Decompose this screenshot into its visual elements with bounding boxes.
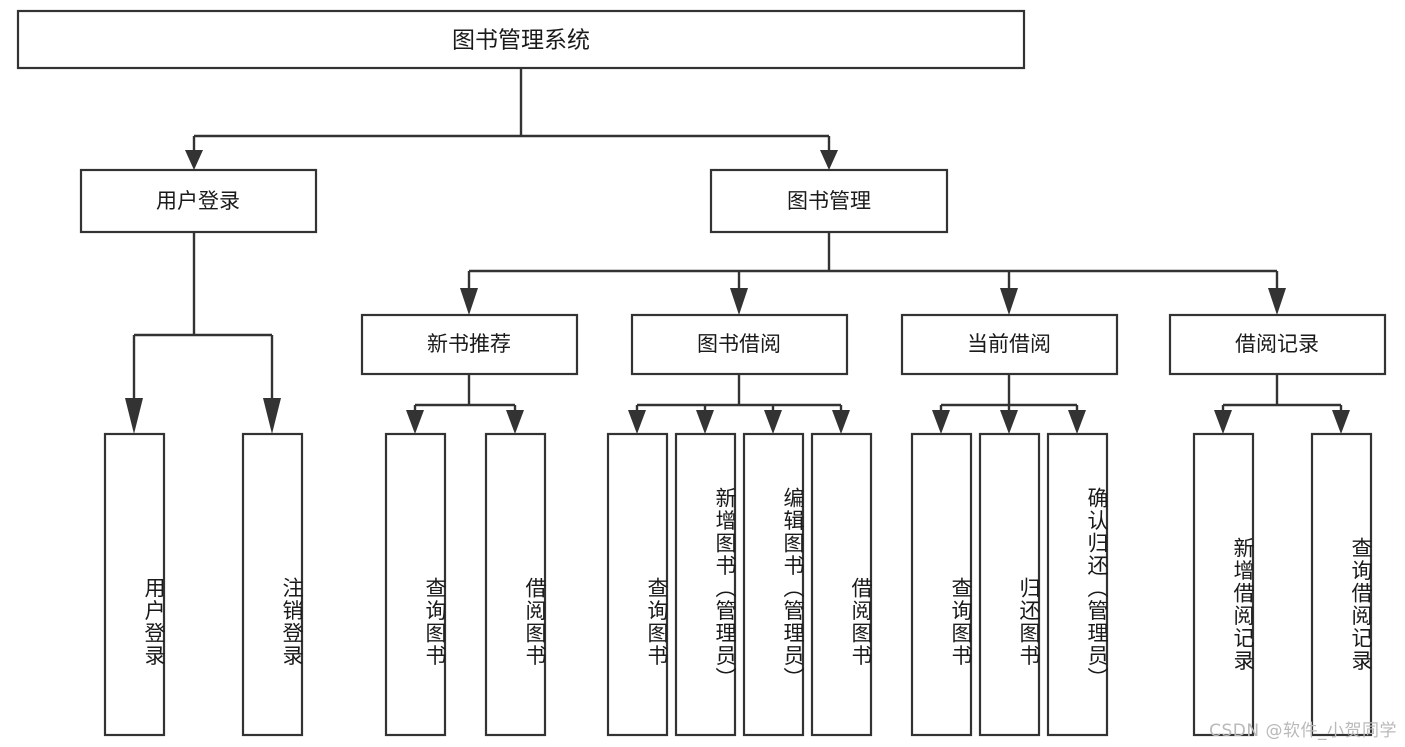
node-new-book-recommend-label: 新书推荐 [427, 332, 511, 356]
arrow-bb-1 [628, 410, 646, 434]
node-root[interactable]: 图书管理系统 [16, 9, 1026, 70]
leaf-box-book-borrow-3[interactable] [742, 432, 805, 737]
node-user-login-box[interactable] [79, 168, 318, 234]
node-root-box[interactable] [16, 9, 1026, 70]
node-current-borrow-box[interactable] [900, 313, 1119, 376]
arrow-br-1 [1214, 410, 1232, 434]
arrow-book-mgmt [820, 150, 838, 170]
connectors [125, 68, 1350, 434]
node-current-borrow-label: 当前借阅 [967, 332, 1051, 356]
node-book-management-box[interactable] [709, 168, 949, 234]
arrow-l3-2 [730, 288, 748, 315]
arrow-nb-1 [406, 410, 424, 434]
node-root-label: 图书管理系统 [452, 28, 590, 54]
arrow-bb-2 [696, 410, 714, 434]
arrow-br-2 [1332, 410, 1350, 434]
node-book-management[interactable]: 图书管理 [709, 168, 949, 234]
node-borrow-record-box[interactable] [1168, 313, 1387, 376]
arrow-ul-2 [263, 398, 281, 434]
leaf-box-current-borrow-3[interactable] [1046, 432, 1109, 737]
node-borrow-record-label: 借阅记录 [1235, 332, 1319, 356]
node-borrow-record[interactable]: 借阅记录 [1168, 313, 1387, 376]
arrow-cb-1 [932, 410, 950, 434]
node-user-login-label: 用户登录 [156, 189, 240, 213]
node-book-management-label: 图书管理 [787, 189, 871, 213]
leaf-box-current-borrow-1[interactable] [910, 432, 973, 737]
node-new-book-recommend-box[interactable] [360, 313, 579, 376]
node-book-borrow-label: 图书借阅 [697, 332, 781, 356]
arrow-l3-3 [1000, 288, 1018, 315]
leaf-boxes [103, 432, 1373, 737]
node-current-borrow[interactable]: 当前借阅 [900, 313, 1119, 376]
arrow-cb-3 [1068, 410, 1086, 434]
arrow-l3-1 [460, 288, 478, 315]
arrow-bb-3 [764, 410, 782, 434]
arrow-cb-2 [1000, 410, 1018, 434]
node-user-login[interactable]: 用户登录 [79, 168, 318, 234]
leaf-box-book-borrow-1[interactable] [606, 432, 669, 737]
leaf-box-borrow-record-2[interactable] [1310, 432, 1373, 737]
leaf-box-current-borrow-2[interactable] [978, 432, 1041, 737]
leaf-box-user-login-2[interactable] [241, 432, 304, 737]
leaf-box-book-borrow-2[interactable] [674, 432, 737, 737]
arrow-nb-2 [506, 410, 524, 434]
leaf-box-new-book-2[interactable] [484, 432, 547, 737]
node-book-borrow[interactable]: 图书借阅 [630, 313, 849, 376]
arrow-user-login [185, 150, 203, 170]
watermark: CSDN @软件_小贺同学 [1209, 721, 1397, 741]
arrow-bb-4 [832, 410, 850, 434]
node-book-borrow-box[interactable] [630, 313, 849, 376]
leaf-box-user-login-1[interactable] [103, 432, 166, 737]
arrow-ul-1 [125, 398, 143, 434]
leaf-box-new-book-1[interactable] [384, 432, 447, 737]
leaf-box-borrow-record-1[interactable] [1192, 432, 1255, 737]
node-new-book-recommend[interactable]: 新书推荐 [360, 313, 579, 376]
leaf-box-book-borrow-4[interactable] [810, 432, 873, 737]
arrow-l3-4 [1268, 288, 1286, 315]
